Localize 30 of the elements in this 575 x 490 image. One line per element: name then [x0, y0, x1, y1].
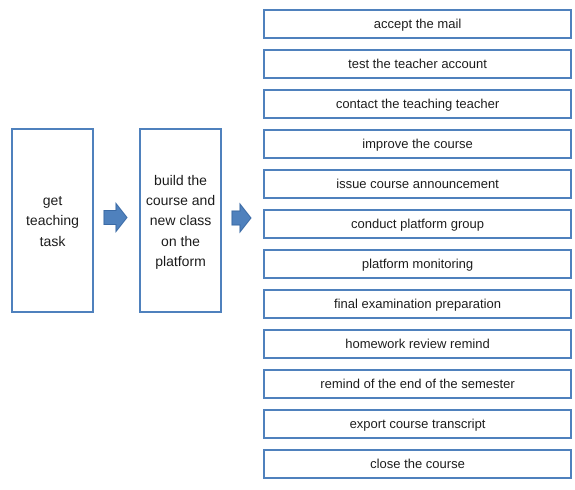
box-label: export course transcript [350, 416, 486, 432]
block-arrow [104, 202, 128, 233]
box-label: accept the mail [374, 16, 462, 32]
box-label: improve the course [362, 136, 473, 152]
process-box [263, 49, 572, 79]
box-label: contact the teaching teacher [336, 96, 500, 112]
process-box [263, 89, 572, 119]
process-box [263, 409, 572, 439]
box-label: homework review remind [345, 336, 490, 352]
box-label: close the course [370, 456, 465, 472]
process-box [139, 128, 222, 313]
process-box [263, 209, 572, 239]
process-box [11, 128, 94, 313]
box-label: build the course and new class on the platform [145, 170, 216, 271]
box-label: test the teacher account [348, 56, 487, 72]
box-label: conduct platform group [351, 216, 484, 232]
process-box [263, 249, 572, 279]
process-box [263, 289, 572, 319]
process-box [263, 329, 572, 359]
process-box [263, 169, 572, 199]
box-label: remind of the end of the semester [320, 376, 515, 392]
process-box [263, 129, 572, 159]
process-box [263, 449, 572, 479]
process-box [263, 369, 572, 399]
process-box [263, 9, 572, 39]
block-arrow [232, 202, 252, 234]
box-label: platform monitoring [362, 256, 474, 272]
box-label: final examination preparation [334, 296, 501, 312]
box-label: issue course announcement [336, 176, 499, 192]
box-label: get teaching task [25, 191, 80, 251]
